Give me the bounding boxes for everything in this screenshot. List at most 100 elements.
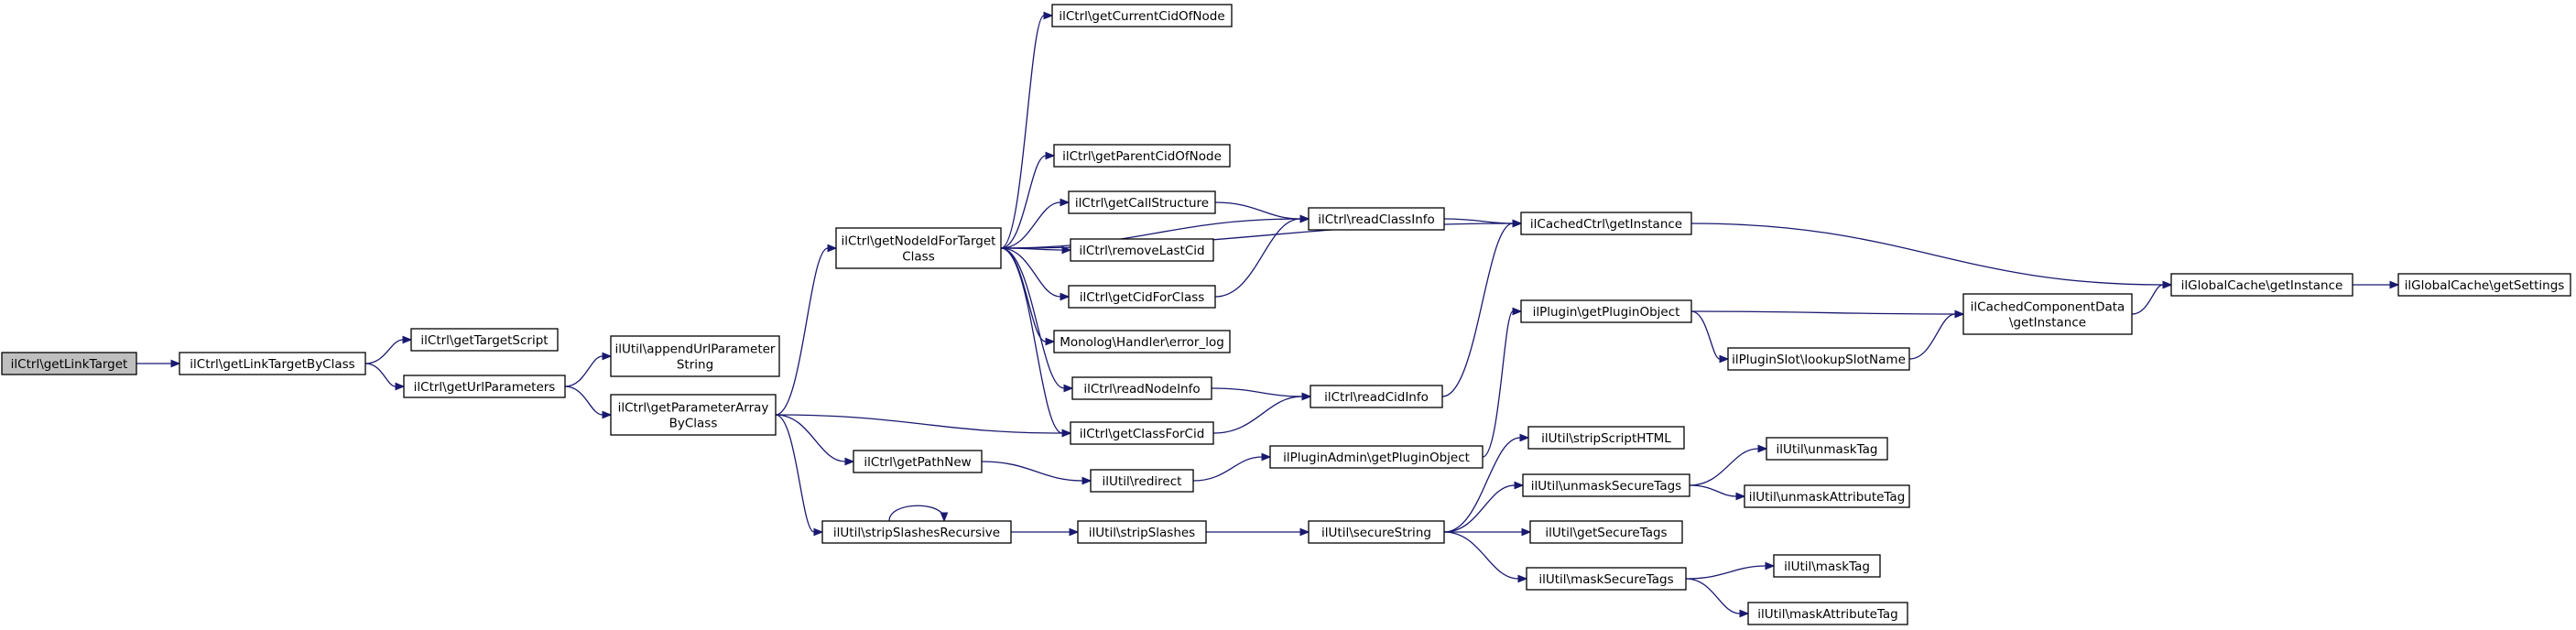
node-ilutil-unmaskattributetag[interactable]: ilUtil\unmaskAttributeTag	[1744, 484, 1910, 508]
node-ilctrl-getlinktargetbyclass[interactable]: ilCtrl\getLinkTargetByClass	[179, 352, 366, 375]
arrowhead-icon	[1043, 11, 1054, 20]
node-ilctrl-readnodeinfo[interactable]: ilCtrl\readNodeInfo	[1071, 376, 1212, 400]
edge-n3-to-n4	[564, 352, 613, 387]
node-monolog-handler-error-log[interactable]: Monolog\Handler\error_log	[1053, 330, 1231, 353]
node-ilutil-stripscripthtml[interactable]: ilUtil\stripScriptHTML	[1527, 426, 1685, 450]
edge-line	[1685, 578, 1741, 614]
node-box	[1744, 484, 1910, 508]
node-ilglobalcache-getsettings[interactable]: ilGlobalCache\getSettings	[2397, 273, 2571, 297]
edge-line	[888, 505, 945, 522]
arrowhead-icon	[827, 244, 838, 253]
arrowhead-icon	[1061, 245, 1072, 255]
arrowhead-icon	[170, 359, 181, 368]
arrowhead-icon	[1739, 609, 1750, 618]
edge-n8-to-n17	[981, 461, 1092, 485]
node-ilctrl-geturlparameters[interactable]: ilCtrl\getUrlParameters	[403, 375, 566, 398]
node-box	[179, 352, 366, 375]
node-ilctrl-getcidforclass[interactable]: ilCtrl\getCidForClass	[1068, 285, 1216, 309]
arrowhead-icon	[1060, 292, 1071, 301]
edge-line	[775, 414, 846, 462]
node-ilutil-unmasktag[interactable]: ilUtil\unmaskTag	[1766, 437, 1888, 461]
arrowhead-icon	[402, 335, 413, 344]
node-box	[610, 335, 780, 377]
arrowhead-icon	[1063, 384, 1074, 393]
edge-line	[1689, 484, 1737, 497]
node-ilutil-unmasksecuretags[interactable]: ilUtil\unmaskSecureTags	[1522, 473, 1690, 497]
node-box	[1051, 4, 1233, 27]
node-ilglobalcache-getinstance[interactable]: ilGlobalCache\getInstance	[2170, 273, 2353, 297]
edge-line	[564, 386, 603, 416]
node-box	[1520, 299, 1692, 323]
node-label: ilUtil\unmaskAttributeTag	[1749, 490, 1906, 505]
node-ilctrl-readcidinfo[interactable]: ilCtrl\readCidInfo	[1310, 385, 1443, 408]
node-box	[1727, 347, 1910, 371]
arrowhead-icon	[1301, 392, 1312, 401]
node-label: Class	[902, 250, 935, 265]
arrowhead-icon	[1299, 527, 1310, 537]
node-ilutil-securestring[interactable]: ilUtil\secureString	[1308, 520, 1445, 544]
arrowhead-icon	[1069, 527, 1080, 537]
node-ilutil-stripslashes[interactable]: ilUtil\stripSlashes	[1077, 520, 1207, 544]
node-label: ilUtil\getSecureTags	[1545, 526, 1667, 540]
arrowhead-icon	[1954, 310, 1965, 319]
node-ilutil-redirect[interactable]: ilUtil\redirect	[1090, 469, 1194, 493]
arrowhead-icon	[602, 352, 613, 361]
edge-n14-to-n19	[1214, 214, 1310, 298]
node-box	[403, 375, 566, 398]
node-ilctrl-getpathnew[interactable]: ilCtrl\getPathNew	[853, 450, 983, 473]
edge-line	[1443, 484, 1516, 533]
node-box	[1070, 238, 1214, 262]
node-ilctrl-getparentcidofnode[interactable]: ilCtrl\getParentCidOfNode	[1053, 144, 1231, 168]
node-ilctrl-getclassforcid[interactable]: ilCtrl\getClassForCid	[1070, 421, 1214, 445]
node-ilplugin-getpluginobject[interactable]: ilPlugin\getPluginObject	[1520, 299, 1692, 323]
edge-n22-to-n27	[1444, 527, 1532, 537]
edge-line	[1000, 15, 1045, 249]
node-ilutil-maskattributetag[interactable]: ilUtil\maskAttributeTag	[1747, 602, 1908, 625]
node-box	[821, 520, 1012, 544]
node-ilctrl-getlinktarget[interactable]: ilCtrl\getLinkTarget	[1, 352, 137, 375]
edge-n21-to-n24	[1482, 307, 1523, 458]
node-ilutil-masktag[interactable]: ilUtil\maskTag	[1773, 554, 1881, 578]
edge-n6-to-n20	[1212, 392, 1312, 434]
node-ilcachedctrl-getinstance[interactable]: ilCachedCtrl\getInstance	[1520, 212, 1692, 235]
edge-n1-to-n2	[364, 335, 413, 364]
edge-n22-to-n26	[1443, 481, 1525, 533]
arrowhead-icon	[1519, 433, 1530, 442]
edge-line	[1000, 247, 1061, 298]
node-ilutil-stripslashesrecursive[interactable]: ilUtil\stripSlashesRecursive	[821, 520, 1012, 544]
node-ilctrl-gettargetscript[interactable]: ilCtrl\getTargetScript	[410, 328, 559, 352]
node-ilutil-masksecuretags[interactable]: ilUtil\maskSecureTags	[1526, 567, 1687, 591]
node-ilutil-getsecuretags[interactable]: ilUtil\getSecureTags	[1529, 520, 1683, 544]
node-ilcachedcomponentdata-getinstance[interactable]: ilCachedComponentData\getInstance	[1962, 293, 2133, 335]
edge-n5-to-n7	[775, 244, 838, 416]
edge-line	[1211, 387, 1303, 397]
node-ilctrl-getcallstructure[interactable]: ilCtrl\getCallStructure	[1068, 190, 1216, 214]
edge-line	[1192, 456, 1263, 482]
node-box	[1070, 421, 1214, 445]
node-box	[1071, 376, 1212, 400]
edge-n34-to-n35	[2131, 280, 2173, 315]
node-label: ilCachedCtrl\getInstance	[1530, 217, 1682, 232]
node-label: ilUtil\stripSlashes	[1089, 526, 1195, 540]
node-label: ilCtrl\getClassForCid	[1080, 427, 1205, 441]
node-box	[610, 394, 777, 436]
node-ilctrl-removelastcid[interactable]: ilCtrl\removeLastCid	[1070, 238, 1214, 262]
arrowhead-icon	[1512, 219, 1523, 228]
edge-line	[1482, 310, 1514, 458]
node-box	[1526, 567, 1687, 591]
node-box	[1053, 330, 1231, 353]
node-ilctrl-readclassinfo[interactable]: ilCtrl\readClassInfo	[1308, 207, 1445, 231]
node-box	[835, 227, 1002, 269]
node-ilctrl-getcurrentcidofnode[interactable]: ilCtrl\getCurrentCidOfNode	[1051, 4, 1233, 27]
node-label: ilCtrl\getNodeIdForTarget	[842, 234, 996, 249]
node-ilpluginadmin-getpluginobject[interactable]: ilPluginAdmin\getPluginObject	[1269, 445, 1484, 469]
node-ilpluginslot-lookupslotname[interactable]: ilPluginSlot\lookupSlotName	[1727, 347, 1910, 371]
edge-n17-to-n21	[1192, 452, 1272, 482]
edge-line	[1000, 247, 1047, 342]
edge-line	[1000, 155, 1047, 249]
node-box	[1308, 520, 1445, 544]
